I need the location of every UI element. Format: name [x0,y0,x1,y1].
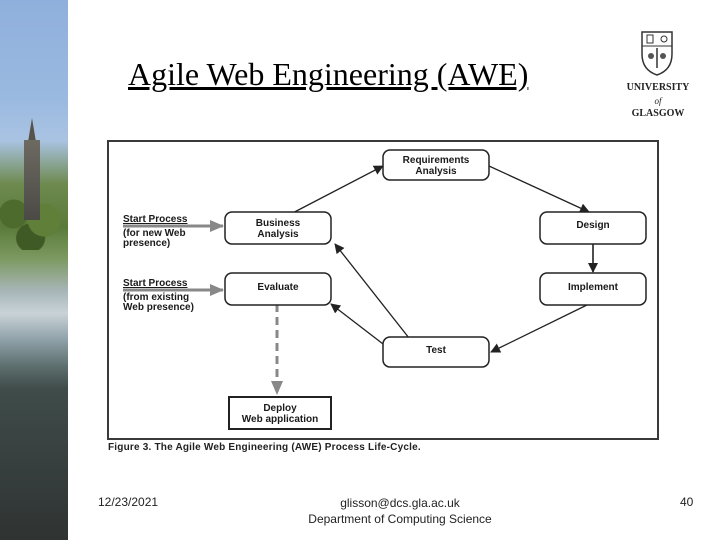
awe-lifecycle-diagram: Requirements Analysis Design Implement T… [107,140,659,440]
svg-text:Analysis: Analysis [415,166,457,177]
node-test: Test [382,336,490,368]
university-logo: UNIVERSITY of GLASGOW [618,30,698,122]
svg-text:Test: Test [426,345,446,356]
arrow-test-to-evaluate [330,303,384,345]
svg-text:(for new Web: (for new Web [123,228,186,239]
node-requirements-analysis: Requirements Analysis [382,149,490,181]
svg-text:Requirements: Requirements [403,155,470,166]
start-process-new-label: Start Process (for new Web presence) [123,214,188,249]
svg-text:Design: Design [576,220,609,231]
footer-contact: glisson@dcs.gla.ac.uk Department of Comp… [300,495,500,527]
slide-title: Agile Web Engineering (AWE) [128,56,529,92]
node-design: Design [539,211,647,245]
tower-image [24,140,40,220]
logo-university-text: UNIVERSITY [626,82,690,93]
arrow-test-to-business [334,243,410,339]
svg-text:Web presence): Web presence) [123,302,194,313]
crest-icon [641,31,673,76]
arrow-implement-to-test [490,303,590,353]
svg-text:Implement: Implement [568,282,619,293]
logo-of-text: of [654,96,662,106]
campus-photo-strip [0,0,68,540]
svg-text:presence): presence) [123,238,170,249]
node-evaluate: Evaluate [224,272,332,306]
node-deploy-web-application: Deploy Web application [228,396,332,430]
tower-spire-image [28,118,36,142]
start-process-existing-label: Start Process (from existing Web presenc… [123,278,194,313]
svg-text:(from existing: (from existing [123,292,189,303]
arrow-business-to-requirements [282,165,384,219]
footer-page-number: 40 [680,495,694,509]
figure-caption: Figure 3. The Agile Web Engineering (AWE… [108,442,421,453]
svg-text:Start Process: Start Process [123,278,188,289]
node-business-analysis: Business Analysis [224,211,332,245]
svg-text:Start Process: Start Process [123,214,188,225]
svg-text:Web application: Web application [242,414,319,425]
svg-text:Evaluate: Evaluate [257,282,299,293]
footer-date: 12/23/2021 [98,495,159,509]
svg-text:Analysis: Analysis [257,229,299,240]
logo-glasgow-text: GLASGOW [631,108,685,119]
svg-text:Deploy: Deploy [263,403,297,414]
footer-department: Department of Computing Science [308,512,492,526]
diagram-canvas: Requirements Analysis Design Implement T… [123,149,647,430]
svg-text:Business: Business [256,218,301,229]
node-implement: Implement [539,272,647,306]
footer-email: glisson@dcs.gla.ac.uk [340,496,460,510]
arrow-requirements-to-design [488,165,590,213]
